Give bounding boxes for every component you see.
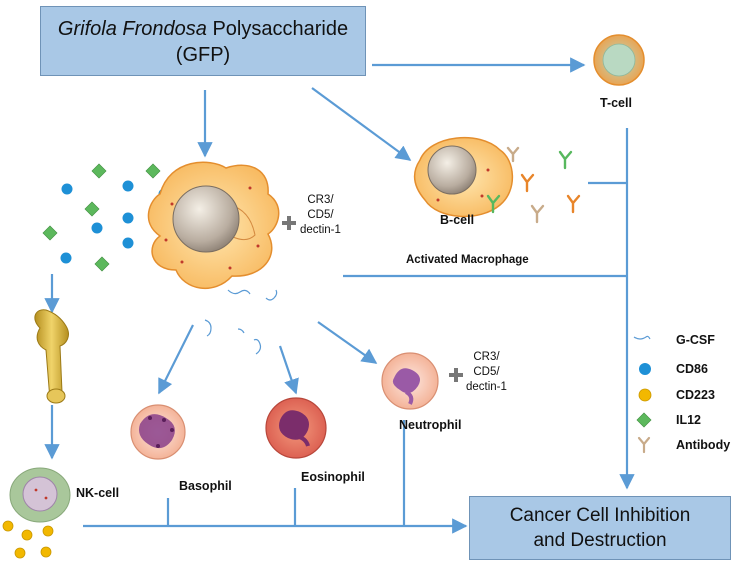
eosinophil-label: Eosinophil <box>301 470 365 484</box>
cytokine-cloud <box>42 163 170 272</box>
cd223-dots <box>2 520 54 559</box>
receptor-label-neutrophil: CR3/ CD5/ dectin-1 <box>466 350 507 395</box>
legend-cd223: CD223 <box>676 388 715 402</box>
receptor-dectin: dectin-1 <box>300 224 341 236</box>
cancer-result-box: Cancer Cell Inhibition and Destruction <box>469 496 731 560</box>
yellow-circle-icon <box>638 388 652 402</box>
bcell-icon <box>413 137 514 218</box>
legend-gcsf: G-CSF <box>676 333 715 347</box>
bone-icon <box>34 309 69 404</box>
receptor-cd5: CD5/ <box>307 209 334 221</box>
blue-circle-icon <box>639 363 651 375</box>
receptor-cr3: CR3/ <box>473 351 500 363</box>
bcell-label: B-cell <box>440 213 475 227</box>
activated-macrophage-label: Activated Macrophage <box>406 254 529 266</box>
arrow-to-neutrophil <box>317 321 378 364</box>
basophil-label: Basophil <box>179 479 232 493</box>
legend-cd86: CD86 <box>676 362 708 376</box>
legend-antibody: Antibody <box>676 438 731 452</box>
neutrophil-label: Neutrophil <box>399 418 462 432</box>
plus-icon <box>282 216 296 230</box>
result-line1: Cancer Cell Inhibition <box>509 505 691 526</box>
arrow-to-basophil <box>158 324 194 395</box>
nkcell-icon <box>9 467 71 523</box>
antibody-icon <box>637 436 651 454</box>
connectors <box>44 57 635 534</box>
macrophage-icon <box>147 161 280 290</box>
gfp-title-box: Grifola Frondosa Polysaccharide (GFP) <box>40 6 366 76</box>
tcell-icon <box>593 34 645 86</box>
arrow-to-eosinophil <box>278 345 299 395</box>
plus-icon-neutrophil <box>449 368 463 382</box>
legend-il12: IL12 <box>676 413 702 427</box>
gfp-title-line2: (GFP) <box>175 44 231 66</box>
receptor-dectin: dectin-1 <box>466 381 507 393</box>
arrow-gfp-to-bcell <box>311 87 412 161</box>
result-line2: and Destruction <box>533 530 667 551</box>
tcell-label: T-cell <box>600 96 632 110</box>
legend-icons <box>633 335 652 454</box>
green-diamond-icon <box>636 412 652 428</box>
eosinophil-icon <box>265 397 327 459</box>
receptor-cd5: CD5/ <box>473 366 500 378</box>
neutrophil-icon <box>381 352 439 410</box>
gfp-title-italic: Grifola Frondosa <box>57 18 207 40</box>
receptor-label-macrophage: CR3/ CD5/ dectin-1 <box>300 193 341 238</box>
nkcell-label: NK-cell <box>76 486 120 500</box>
squiggle-icon <box>633 335 651 340</box>
gcsf-squiggles <box>204 289 278 355</box>
antibody-group <box>486 146 581 224</box>
basophil-icon <box>130 404 186 460</box>
gfp-title-line1: Grifola Frondosa Polysaccharide <box>41 16 365 42</box>
receptor-cr3: CR3/ <box>307 194 334 206</box>
gfp-title-rest: Polysaccharide <box>206 18 349 40</box>
